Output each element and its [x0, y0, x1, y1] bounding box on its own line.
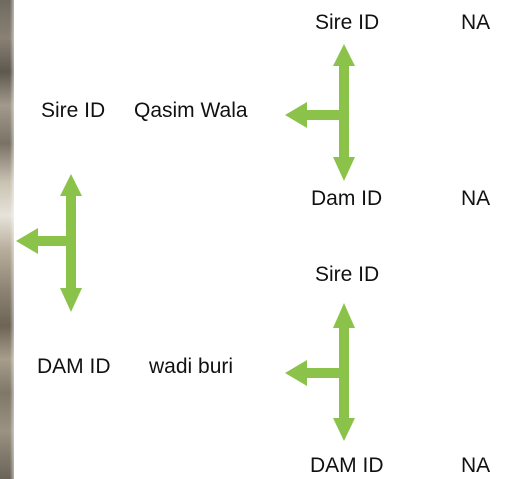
root-sire-value: Qasim Wala	[134, 99, 248, 122]
sire-branch-arrow	[285, 44, 355, 181]
dam-dam-key: DAM ID	[310, 454, 384, 477]
root-sire-key: Sire ID	[41, 99, 106, 122]
root-dam-key: DAM ID	[37, 355, 111, 378]
dam-sire-key: Sire ID	[315, 263, 380, 286]
sire-dam-value: NA	[461, 187, 491, 210]
root-dam-value: wadi buri	[149, 355, 234, 378]
sire-sire-key: Sire ID	[315, 11, 380, 34]
root-connector-arrow	[16, 174, 82, 312]
sire-dam-key: Dam ID	[311, 187, 383, 210]
dam-dam-value: NA	[461, 454, 491, 477]
sire-sire-value: NA	[461, 11, 491, 34]
dam-branch-arrow	[285, 303, 355, 441]
background-photo-edge	[0, 0, 14, 479]
